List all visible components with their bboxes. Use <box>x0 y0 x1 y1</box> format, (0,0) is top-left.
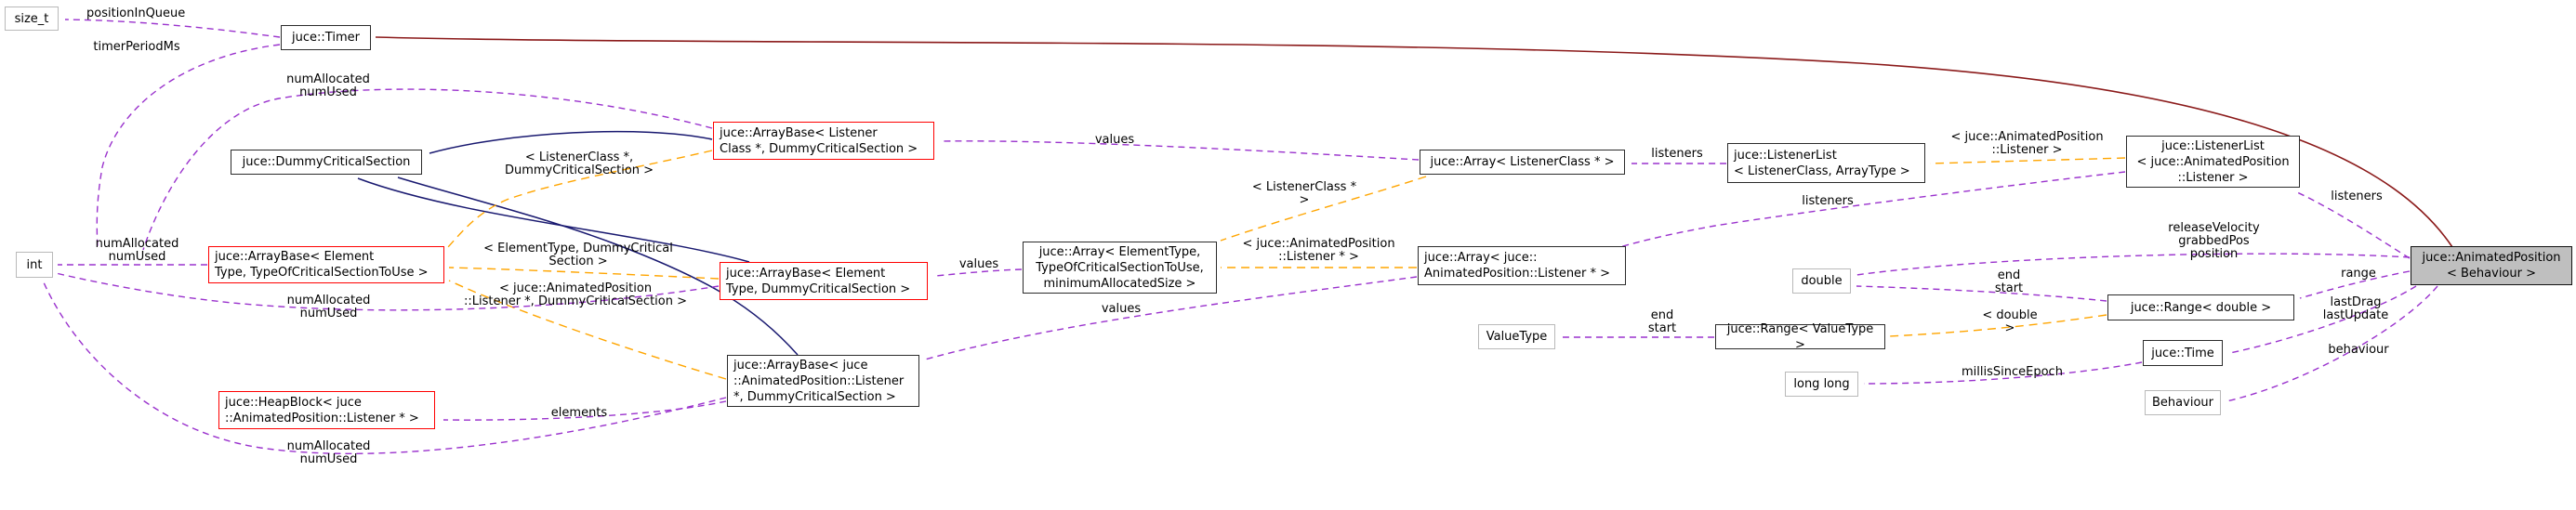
node-double: double <box>1792 268 1851 294</box>
edge-timer-sizet <box>64 19 281 38</box>
edge-tmpl-elementtype-dcs <box>448 267 720 280</box>
edge-array-aplistener-values <box>924 276 1418 360</box>
node-behaviour: Behaviour <box>2145 390 2221 415</box>
node-juce-arraybase-elementtype-tocs[interactable]: juce::ArrayBase< Element Type, TypeOfCri… <box>208 246 444 283</box>
edge-animatedposition-behaviour <box>2226 285 2438 402</box>
edge-tmpl-listenerclass-dcs <box>447 150 713 248</box>
edge-animatedposition-double <box>1856 253 2411 276</box>
node-valuetype: ValueType <box>1478 324 1555 349</box>
node-juce-listenerlist-generic[interactable]: juce::ListenerList < ListenerClass, Arra… <box>1727 143 1925 183</box>
edge-timer-int <box>96 44 281 251</box>
node-juce-animatedposition-behaviour: juce::AnimatedPosition < Behaviour > <box>2411 246 2572 285</box>
edge-array-elementtype-values <box>934 268 1023 277</box>
node-juce-listenerlist-ap[interactable]: juce::ListenerList < juce::AnimatedPosit… <box>2126 136 2300 188</box>
node-juce-range-double[interactable]: juce::Range< double > <box>2107 294 2294 320</box>
node-juce-dummycriticalsection[interactable]: juce::DummyCriticalSection <box>231 150 422 175</box>
node-juce-time[interactable]: juce::Time <box>2143 340 2223 366</box>
node-juce-arraybase-listenerclass[interactable]: juce::ArrayBase< Listener Class *, Dummy… <box>713 122 934 160</box>
node-juce-arraybase-elementtype-dcs[interactable]: juce::ArrayBase< Element Type, DummyCrit… <box>720 262 928 300</box>
node-juce-array-listenerclass[interactable]: juce::Array< ListenerClass * > <box>1420 150 1625 175</box>
edge-animatedposition-timer <box>375 36 2453 248</box>
edge-animatedposition-time <box>2229 285 2417 354</box>
node-size-t: size_t <box>5 7 59 31</box>
edge-arraybase-elementtype-dcs-dcs <box>357 177 750 263</box>
edge-arraybase-aplistener-int <box>43 281 727 455</box>
node-int: int <box>16 252 53 278</box>
edge-arraybase-elements <box>443 400 727 421</box>
node-juce-array-ap-listener[interactable]: juce::Array< juce:: AnimatedPosition::Li… <box>1418 246 1626 285</box>
edge-arraybase-aplistener-dcs <box>397 177 799 356</box>
edge-tmpl-double <box>1889 314 2107 337</box>
edge-range-double-endstart <box>1856 285 2107 302</box>
edge-animatedposition-listeners <box>2296 191 2411 259</box>
edge-tmpl-aplistener-dcs <box>448 280 727 380</box>
edge-tmpl-listenerclass-star <box>1220 176 1427 242</box>
node-juce-arraybase-ap-listener[interactable]: juce::ArrayBase< juce ::AnimatedPosition… <box>727 355 919 407</box>
edge-array-listenerclass-values <box>940 140 1420 161</box>
node-long-long: long long <box>1785 372 1858 397</box>
node-juce-heapblock-ap-listener[interactable]: juce::HeapBlock< juce ::AnimatedPosition… <box>218 391 435 429</box>
node-juce-array-elementtype[interactable]: juce::Array< ElementType, TypeOfCritical… <box>1023 242 1217 294</box>
edge-animatedposition-range <box>2299 270 2411 299</box>
edge-arraybase-listenerclass-dcs <box>429 130 713 154</box>
edge-time-longlong <box>1863 361 2143 385</box>
edge-tmpl-aplistener <box>1929 157 2126 164</box>
edge-arraybase-dcs-int <box>55 272 720 311</box>
edge-arraybase-listenerclass-int <box>142 88 713 251</box>
edge-listenerlist-ap-listeners <box>1618 171 2126 248</box>
node-juce-timer[interactable]: juce::Timer <box>281 25 371 50</box>
node-juce-range-valuetype[interactable]: juce::Range< ValueType > <box>1715 322 1885 352</box>
